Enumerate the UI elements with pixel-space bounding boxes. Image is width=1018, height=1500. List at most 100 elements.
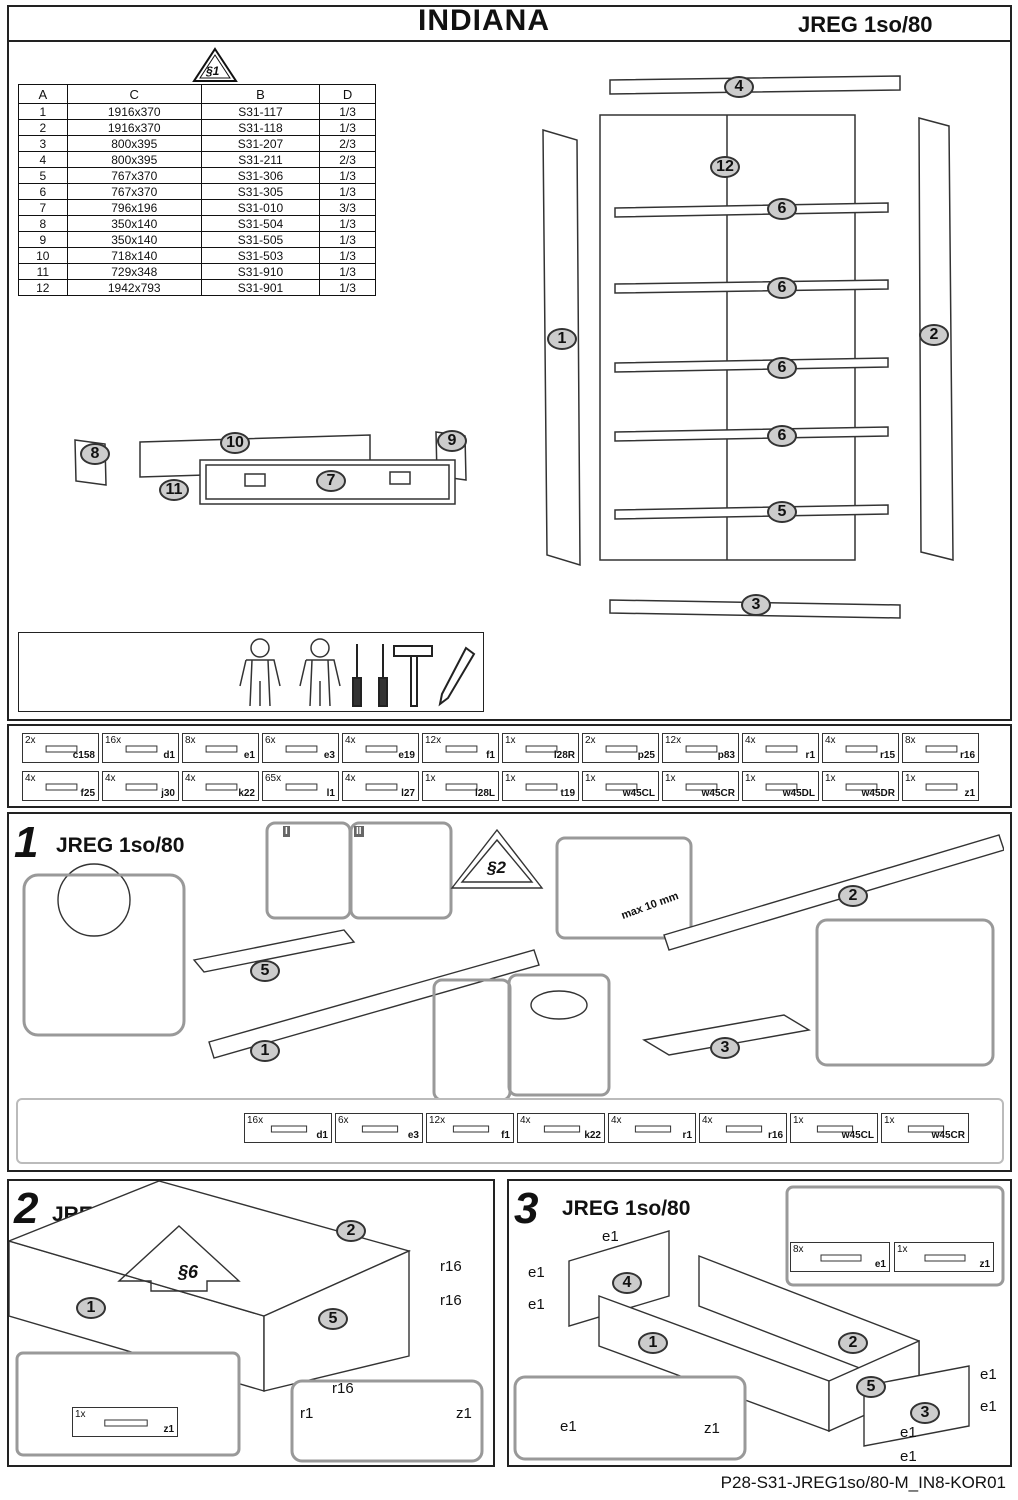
step3-label-z1: z1 (704, 1420, 720, 1437)
step-3-number: 3 (514, 1184, 539, 1233)
hardware-code: d1 (163, 750, 175, 761)
hardware-qty: 16x (105, 735, 122, 746)
part-label-8: 8 (80, 443, 110, 465)
hardware-qty: 4x (25, 773, 36, 784)
part-label-10: 10 (220, 432, 250, 454)
hardware-qty: 1x (825, 773, 836, 784)
hardware-qty: 12x (665, 735, 682, 746)
hardware-qty: 12x (425, 735, 442, 746)
table-cell: 1/3 (319, 103, 376, 120)
hardware-qty: 1x (745, 773, 756, 784)
hardware-code: k22 (238, 788, 255, 799)
step-1-number: 1 (14, 818, 39, 867)
hardware-item: 1x z1 (894, 1242, 994, 1272)
fitting-icon (605, 783, 638, 791)
part-label-12: 12 (710, 156, 740, 178)
hardware-code: z1 (979, 1259, 990, 1270)
hardware-item: 1x w45CL (582, 771, 659, 801)
hardware-code: t19 (560, 788, 575, 799)
fitting-icon (525, 783, 558, 791)
step2-label-r1: r1 (300, 1405, 314, 1422)
sub-step-I: I (283, 826, 290, 837)
fitting-icon (205, 745, 238, 753)
hardware-code: l27 (401, 788, 415, 799)
hardware-code: e1 (243, 750, 255, 761)
table-cell: 1/3 (319, 215, 376, 232)
hardware-code: e3 (407, 1130, 419, 1141)
hardware-qty: 8x (793, 1244, 804, 1255)
table-cell: S31-118 (200, 119, 321, 136)
hardware-qty: 4x (345, 773, 356, 784)
fitting-icon (205, 783, 238, 791)
hammer-icon (393, 645, 433, 707)
step3-label-e1: e1 (560, 1418, 577, 1435)
step1-part-5: 5 (250, 960, 280, 982)
step-1-title: JREG 1so/80 (56, 834, 185, 857)
part-label-3: 3 (741, 594, 771, 616)
hardware-code: e1 (874, 1259, 886, 1270)
hardware-qty: 6x (265, 735, 276, 746)
hardware-item: 1x w45DL (742, 771, 819, 801)
hardware-code: r16 (767, 1130, 783, 1141)
fitting-icon (125, 783, 158, 791)
step-3-drawing (513, 1185, 1005, 1461)
hardware-code: r1 (805, 750, 815, 761)
step2-part-5: 5 (318, 1308, 348, 1330)
hardware-code: l28R (553, 750, 575, 761)
table-cell: S31-010 (200, 199, 321, 216)
step3-part-1: 1 (638, 1332, 668, 1354)
hardware-code: w45CL (622, 788, 655, 799)
model-code: JREG 1so/80 (798, 12, 933, 37)
table-cell: 2/3 (319, 135, 376, 152)
table-cell: 1/3 (319, 263, 376, 280)
two-persons-icon (239, 638, 341, 707)
step3-label-e1: e1 (980, 1366, 997, 1383)
hardware-qty: 1x (884, 1115, 895, 1126)
hardware-code: r1 (682, 1130, 692, 1141)
warning-triangle-icon (192, 47, 238, 82)
fitting-icon (925, 783, 958, 791)
fitting-icon (104, 1419, 148, 1427)
table-cell: S31-503 (200, 247, 321, 264)
hardware-qty: 1x (505, 735, 516, 746)
hardware-item: 1x w45CR (881, 1113, 969, 1143)
hardware-qty: 1x (425, 773, 436, 784)
fitting-icon (765, 783, 798, 791)
hardware-item: 4x l27 (342, 771, 419, 801)
table-cell: S31-207 (200, 135, 321, 152)
step3-part-5: 5 (856, 1376, 886, 1398)
screwdriver-icon (352, 644, 388, 707)
step-1-warning-ref: §2 (487, 858, 506, 877)
fitting-icon (907, 1125, 945, 1133)
hardware-item: 8x e1 (790, 1242, 890, 1272)
hardware-qty: 1x (897, 1244, 908, 1255)
table-cell: 1/3 (319, 119, 376, 136)
part-label-1: 1 (547, 328, 577, 350)
hardware-code: r16 (959, 750, 975, 761)
step-2-drawing (9, 1181, 484, 1463)
hardware-qty: 4x (745, 735, 756, 746)
warning-ref: §1 (206, 64, 220, 78)
hardware-code: w45DL (782, 788, 815, 799)
fitting-icon (45, 783, 78, 791)
hardware-code: w45CR (931, 1130, 965, 1141)
fitting-icon (725, 1125, 763, 1133)
step1-part-1: 1 (250, 1040, 280, 1062)
part-label-5: 5 (767, 501, 797, 523)
hardware-qty: 1x (585, 773, 596, 784)
step3-part-4: 4 (612, 1272, 642, 1294)
fitting-icon (125, 745, 158, 753)
hardware-code: c158 (72, 750, 95, 761)
